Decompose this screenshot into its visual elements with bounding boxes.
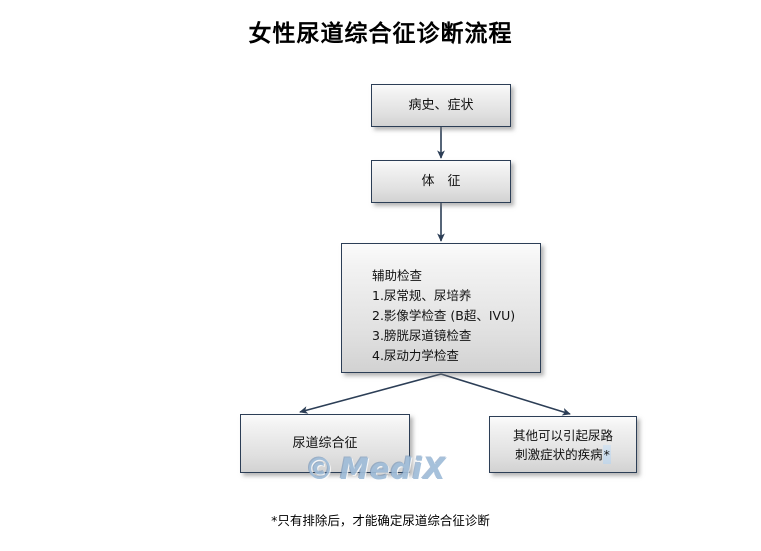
node-other-text: 其他可以引起尿路 刺激症状的疾病 bbox=[512, 427, 613, 462]
node-other-diseases: 其他可以引起尿路 刺激症状的疾病* bbox=[489, 416, 637, 473]
footnote: *只有排除后，才能确定尿道综合征诊断 bbox=[271, 513, 490, 528]
edge-exams-to-other bbox=[440, 373, 571, 416]
node-history-symptoms: 病史、症状 bbox=[371, 84, 511, 127]
node-exams-label: 辅助检查 1.尿常规、尿培养 2.影像学检查 (B超、IVU) 3.膀胱尿道镜检… bbox=[372, 268, 516, 363]
node-physical-signs: 体 征 bbox=[371, 160, 511, 203]
edge-exams-to-syndrome bbox=[299, 373, 442, 414]
footnote-marker-icon: * bbox=[602, 444, 611, 464]
page-title: 女性尿道综合征诊断流程 bbox=[248, 21, 513, 47]
node-other-label: 其他可以引起尿路 刺激症状的疾病* bbox=[490, 426, 636, 464]
node-syndrome-label: 尿道综合征 bbox=[292, 436, 358, 451]
node-auxiliary-examinations: 辅助检查 1.尿常规、尿培养 2.影像学检查 (B超、IVU) 3.膀胱尿道镜检… bbox=[341, 243, 541, 373]
node-signs-label: 体 征 bbox=[421, 174, 461, 189]
node-history-label: 病史、症状 bbox=[408, 98, 474, 113]
node-urethral-syndrome: 尿道综合征 bbox=[240, 414, 410, 473]
